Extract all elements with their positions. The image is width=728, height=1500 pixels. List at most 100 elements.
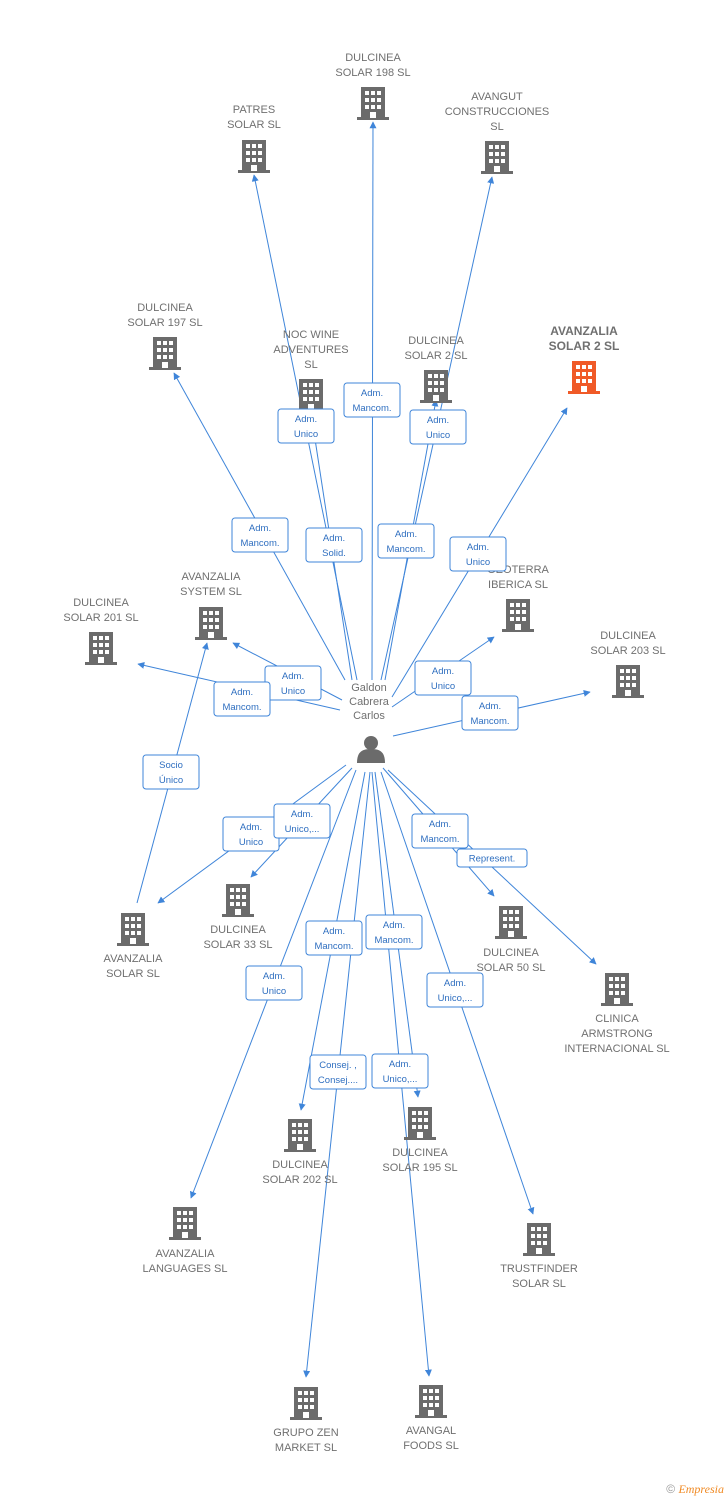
company-node-dulcinea-solar-2[interactable]: DULCINEA SOLAR 2 SL [405, 335, 468, 403]
company-name-line: AVANZALIA [104, 953, 164, 965]
company-node-dulcinea-solar-201[interactable]: DULCINEA SOLAR 201 SL [63, 597, 139, 665]
company-name-line: SL [490, 121, 503, 133]
company-name-line: MARKET SL [275, 1442, 337, 1454]
role-badge-box [456, 848, 528, 868]
role-badge-text: Adm. [231, 687, 253, 698]
company-name-line: DULCINEA [408, 335, 464, 347]
role-badge[interactable]: Represent. [456, 848, 528, 868]
role-badge-text: Unico [431, 681, 455, 692]
role-badge[interactable]: Adm.Mancom. [411, 813, 469, 849]
role-badge[interactable]: Adm. Unico,... [426, 972, 484, 1008]
role-badge-box [409, 409, 467, 445]
company-name-line: DULCINEA [392, 1147, 448, 1159]
role-badge-text: Adm. [395, 529, 417, 540]
building-icon [502, 599, 534, 632]
company-node-avanzalia-solar[interactable]: AVANZALIA SOLAR SL [104, 913, 164, 980]
brand-logo[interactable]: Empresia [678, 1482, 724, 1496]
role-badge-text: Adm. [249, 523, 271, 534]
building-icon [169, 1207, 201, 1240]
company-name-line: ADVENTURES [273, 344, 348, 356]
role-badge-text: Unico [466, 557, 490, 568]
company-name-line: DULCINEA [73, 597, 129, 609]
building-icon [85, 632, 117, 665]
role-badge[interactable]: Adm.Unico [449, 536, 507, 572]
role-badge-text: Adm. [427, 415, 449, 426]
role-badge[interactable]: Adm.Unico [245, 965, 303, 1001]
role-badge[interactable]: Adm. Unico [222, 816, 280, 852]
role-badge-box [411, 813, 469, 849]
company-node-dulcinea-solar-33[interactable]: DULCINEA SOLAR 33 SL [203, 884, 273, 951]
building-icon [495, 906, 527, 939]
role-badge-text: Unico [262, 986, 286, 997]
company-name-line: SOLAR 202 SL [262, 1174, 337, 1186]
role-badge[interactable]: Adm.Unico,... [273, 803, 331, 839]
company-name-line: SOLAR 201 SL [63, 612, 138, 624]
center-person[interactable]: Galdon Cabrera Carlos [349, 682, 390, 763]
role-badge[interactable]: Adm.Mancom. [213, 681, 271, 717]
role-badge-text: Adm. [444, 978, 466, 989]
role-badge[interactable]: Adm. Unico [414, 660, 472, 696]
role-badge-text: Socio [159, 760, 183, 771]
role-badge[interactable]: Adm.Mancom. [461, 695, 519, 731]
company-name-line: SOLAR 2 SL [405, 350, 468, 362]
role-badge-text: Mancom. [374, 935, 413, 946]
building-icon [149, 337, 181, 370]
role-badge-text: Unico,... [438, 993, 473, 1004]
role-badge[interactable]: Adm.Solid. [305, 527, 363, 563]
role-badge-box [273, 803, 331, 839]
company-name-line: DULCINEA [600, 630, 656, 642]
role-badge-text: Unico [294, 429, 318, 440]
company-name-line: IBERICA SL [488, 579, 548, 591]
company-name-line: ARMSTRONG [581, 1028, 653, 1040]
role-badge[interactable]: Adm.Unico [264, 665, 322, 701]
role-badge[interactable]: Adm. Mancom. [377, 523, 435, 559]
company-name-line: DULCINEA [210, 924, 266, 936]
company-name-line: SL [304, 359, 317, 371]
role-badge-box [449, 536, 507, 572]
role-badge[interactable]: Adm.Unico,... [371, 1053, 429, 1089]
person-icon [357, 736, 385, 763]
company-name-line: SOLAR 50 SL [476, 962, 545, 974]
role-badge-box [245, 965, 303, 1001]
role-badge-text: Adm. [432, 666, 454, 677]
role-badge-text: Adm. [240, 822, 262, 833]
role-badge-box [377, 523, 435, 559]
role-badge-text: Adm. [291, 809, 313, 820]
company-name-line: SOLAR 33 SL [203, 939, 272, 951]
company-name-line: SOLAR SL [106, 968, 160, 980]
building-icon [568, 361, 600, 394]
role-badge[interactable]: Adm.Unico [409, 409, 467, 445]
role-badge[interactable]: Adm.Mancom. [343, 382, 401, 418]
role-badge[interactable]: Adm.Mancom. [305, 920, 363, 956]
role-badge-text: Único [159, 775, 183, 786]
role-badge[interactable]: Adm.Mancom. [365, 914, 423, 950]
role-badge-text: Unico [239, 837, 263, 848]
company-name-line: CONSTRUCCIONES [445, 106, 550, 118]
role-badge[interactable]: Adm.Unico [277, 408, 335, 444]
role-badge-text: Consej.... [318, 1075, 358, 1086]
role-badge[interactable]: Adm.Mancom. [231, 517, 289, 553]
company-name-line: SOLAR 197 SL [127, 317, 202, 329]
role-badge-text: Mancom. [314, 941, 353, 952]
company-name-line: SOLAR SL [227, 119, 281, 131]
role-badge[interactable]: Consej. ,Consej.... [309, 1054, 367, 1090]
role-badge-text: Mancom. [386, 544, 425, 555]
